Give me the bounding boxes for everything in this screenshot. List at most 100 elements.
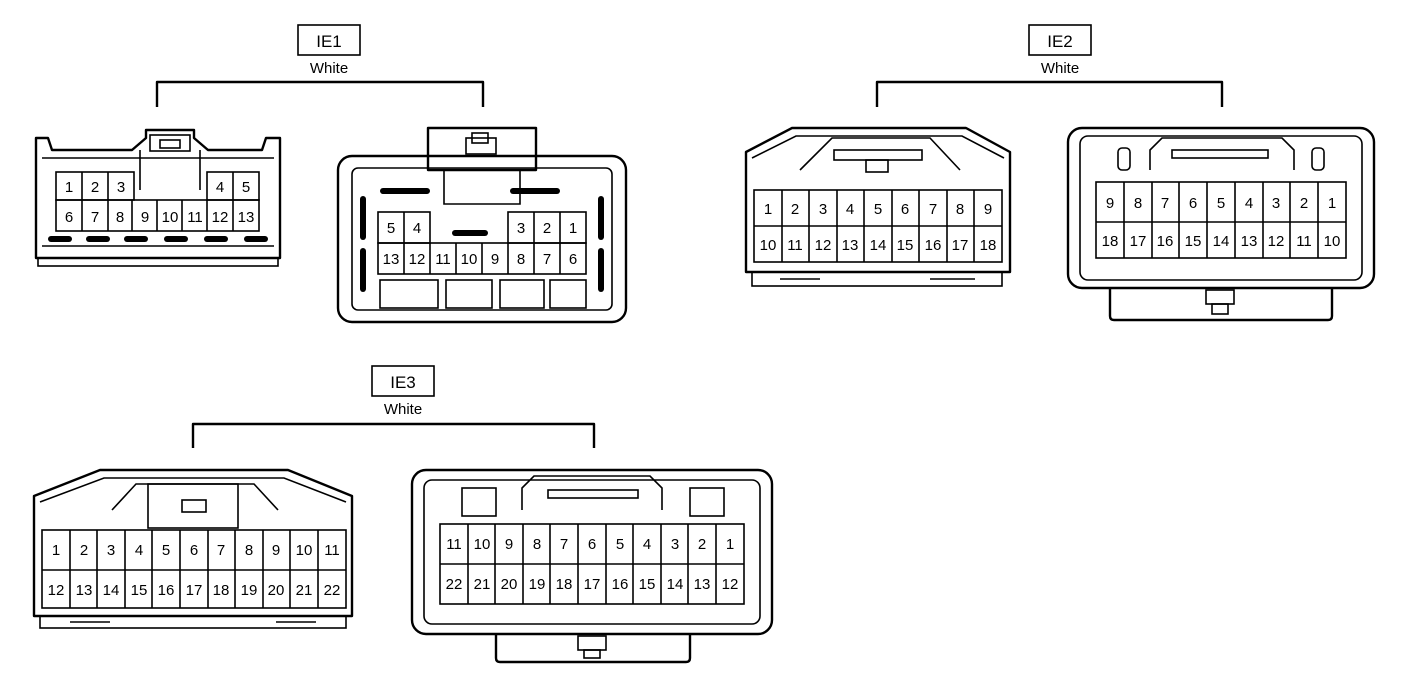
ie2-female-pin: 3	[1272, 195, 1280, 212]
ie1-color: White	[310, 60, 348, 77]
ie2-male-pin: 13	[842, 237, 859, 254]
ie1-male-pin: 9	[141, 209, 149, 226]
ie3-male-pin: 4	[135, 542, 143, 559]
ie3-female-pin: 20	[501, 576, 518, 593]
ie2-male-pin: 18	[980, 237, 997, 254]
ie2-female-pin: 1	[1328, 195, 1336, 212]
ie1-bracket	[155, 80, 485, 107]
ie1-male-pin: 13	[238, 209, 255, 226]
ie3-tag-box	[371, 365, 435, 397]
ie2-male-connector: 1 2 3 4 5 6 7 8 9 10 11 12 13 14 15 16 1…	[744, 126, 1012, 287]
ie3-male-pin: 12	[48, 582, 65, 599]
ie3-female-pin: 3	[671, 536, 679, 553]
ie3-female-connector: 11 10 9 8 7 6 5 4 3 2 1 22 21 20 19 18 1…	[410, 468, 774, 664]
ie2-female-pin: 13	[1241, 233, 1258, 250]
ie3-male-pin: 18	[213, 582, 230, 599]
ie2-female-pin: 2	[1300, 195, 1308, 212]
ie1-female-pin: 2	[543, 220, 551, 237]
ie1-female-pin: 7	[543, 251, 551, 268]
ie3-female-pin: 19	[529, 576, 546, 593]
ie1-male-pin: 3	[117, 179, 125, 196]
ie1-male-pin: 6	[65, 209, 73, 226]
ie1-tag: IE1	[316, 32, 342, 51]
ie3-male-pin: 10	[296, 542, 313, 559]
ie3-male-pin: 11	[324, 542, 340, 559]
ie3-male-pin: 16	[158, 582, 175, 599]
ie2-tag-box	[1028, 24, 1092, 56]
ie1-male-pin: 11	[187, 209, 203, 226]
ie1-male-pin: 1	[65, 179, 73, 196]
ie3-label-group: IE3 White	[191, 365, 596, 448]
ie2-male-pin: 4	[846, 201, 854, 218]
ie2-female-pin: 8	[1134, 195, 1142, 212]
ie2-male-pin: 7	[929, 201, 937, 218]
ie2-female-pin: 17	[1130, 233, 1147, 250]
ie2-female-pin: 11	[1296, 233, 1312, 250]
ie1-female-pin: 4	[413, 220, 421, 237]
ie2-male-pin: 1	[764, 201, 772, 218]
ie1-female-pin: 10	[461, 251, 478, 268]
ie3-male-connector: 1 2 3 4 5 6 7 8 9 10 11 12 13 14 15 16 1…	[32, 468, 354, 629]
ie2-female-pin: 16	[1157, 233, 1174, 250]
ie3-female-pin: 18	[556, 576, 573, 593]
ie3-female-pin: 15	[639, 576, 656, 593]
ie3-female-pin: 4	[643, 536, 651, 553]
ie3-female-pin: 22	[446, 576, 463, 593]
ie2-male-pin: 10	[760, 237, 777, 254]
ie1-male-pin: 10	[162, 209, 179, 226]
ie3-male-pin: 19	[241, 582, 258, 599]
ie2-female-connector: 9 8 7 6 5 4 3 2 1 18 17 16 15 14 13 12 1…	[1066, 126, 1376, 322]
ie3-male-pin: 8	[245, 542, 253, 559]
ie1-tag-box	[297, 24, 361, 56]
ie3-color: White	[384, 401, 422, 418]
ie3-female-pin: 8	[533, 536, 541, 553]
ie1-male-pin: 12	[212, 209, 229, 226]
ie1-male-pin: 5	[242, 179, 250, 196]
ie1-female-pin: 11	[435, 251, 451, 268]
ie3-female-pin: 5	[616, 536, 624, 553]
ie1-male-pin: 4	[216, 179, 224, 196]
ie2-male-pin: 2	[791, 201, 799, 218]
ie1-female-pin: 12	[409, 251, 426, 268]
ie3-female-pin: 17	[584, 576, 601, 593]
ie3-male-pin: 3	[107, 542, 115, 559]
ie3-female-pin: 11	[446, 536, 462, 553]
ie3-female-pin: 13	[694, 576, 711, 593]
ie1-female-pin: 3	[517, 220, 525, 237]
ie3-female-pin: 2	[698, 536, 706, 553]
ie2-female-pin: 15	[1185, 233, 1202, 250]
ie1-female-pin: 13	[383, 251, 400, 268]
ie2-male-pin: 5	[874, 201, 882, 218]
ie3-female-pin: 21	[474, 576, 491, 593]
ie2-male-pin: 15	[897, 237, 914, 254]
ie2-male-pin: 12	[815, 237, 832, 254]
ie3-female-pin: 14	[667, 576, 684, 593]
ie2-label-group: IE2 White	[875, 24, 1224, 107]
ie2-female-pin: 5	[1217, 195, 1225, 212]
ie3-male-pin: 17	[186, 582, 203, 599]
ie3-female-pin: 7	[560, 536, 568, 553]
ie1-female-pin: 6	[569, 251, 577, 268]
ie3-male-pin: 20	[268, 582, 285, 599]
ie3-male-pin: 5	[162, 542, 170, 559]
ie1-male-connector: 1 2 3 4 5 6 7 8 9 10 11 12 13	[34, 128, 282, 267]
ie3-male-pin: 14	[103, 582, 120, 599]
ie1-male-pin: 8	[116, 209, 124, 226]
ie2-color: White	[1041, 60, 1079, 77]
ie1-female-pin: 9	[491, 251, 499, 268]
ie2-female-pin: 7	[1161, 195, 1169, 212]
ie2-female-pin: 14	[1213, 233, 1230, 250]
ie3-bracket	[191, 422, 596, 448]
ie3-female-pin: 12	[722, 576, 739, 593]
ie1-male-pin: 7	[91, 209, 99, 226]
ie3-male-pin: 7	[217, 542, 225, 559]
ie2-female-pin: 10	[1324, 233, 1341, 250]
ie3-female-pin: 1	[726, 536, 734, 553]
ie2-female-pin: 12	[1268, 233, 1285, 250]
ie3-female-pin: 10	[474, 536, 491, 553]
ie2-female-pin: 9	[1106, 195, 1114, 212]
ie1-female-pin: 5	[387, 220, 395, 237]
ie3-tag: IE3	[390, 373, 416, 392]
ie2-female-pin: 6	[1189, 195, 1197, 212]
